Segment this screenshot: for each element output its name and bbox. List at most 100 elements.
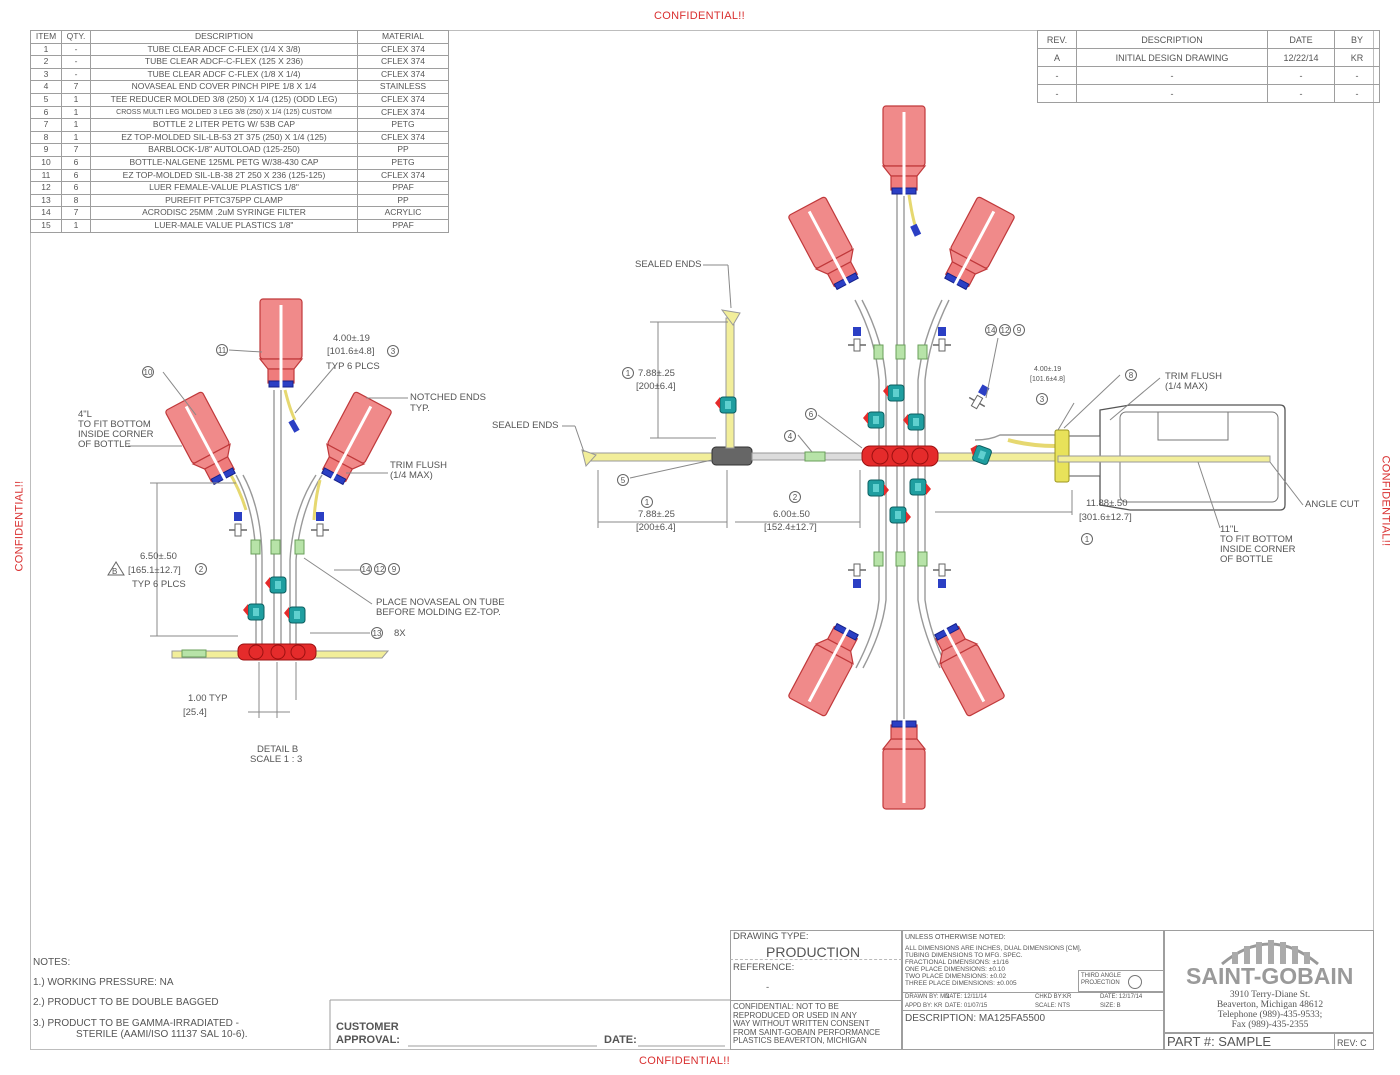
syringe-filter-icon [847,326,867,352]
balloon-4: 4 [784,430,796,442]
main-trim-flush: TRIM FLUSH [1165,371,1222,382]
main-dim-h2-mm-value: 152.4±12.7 [766,522,815,533]
drawing-type-label: DRAWING TYPE: [733,931,809,942]
notes-title: NOTES: [33,957,71,968]
balloon-3: 3 [1036,393,1048,405]
barblock-icon [242,603,265,621]
balloon-3: 3 [387,345,399,357]
checked-by: CHKD BY:KR [1035,994,1072,1000]
tol-line: PROJECTION [1081,980,1120,986]
bom-header-row: ITEM QTY. DESCRIPTION MATERIAL [30,30,449,44]
company-address: 3910 Terry-Diane St. Beaverton, Michigan… [1190,990,1350,1030]
tolerance-notes: ALL DIMENSIONS ARE INCHES, DUAL DIMENSIO… [905,945,1082,987]
main-trim-max: (1/4 MAX) [1165,381,1208,392]
barblock-icon [264,576,287,594]
bom-description-cell: LUER-MALE VALUE PLASTICS 1/8" [90,218,358,233]
company-block [1164,930,1374,1033]
tol-line: ALL DIMENSIONS ARE INCHES, DUAL DIMENSIO… [905,945,1082,952]
balloon-13: 13 [371,627,383,639]
detail-dim-side-mm-value: 165.1±12.7 [130,565,179,576]
barblock-icon [714,396,737,414]
scale-value: SCALE: NTS [1035,1003,1071,1009]
rev-by-cell: - [1334,84,1380,103]
bom-material-cell: PPAF [357,218,449,233]
address-line: Fax (989)-435-2355 [1231,1020,1309,1030]
projection-cell [1078,970,1164,992]
bottle-icon [934,194,1017,297]
main-dim-right-mm: [301.6±12.7] [1079,512,1132,523]
balloon-5: 5 [617,474,629,486]
note-line: TO FIT BOTTOM [78,419,151,430]
confidential-note-cell [730,1000,902,1050]
barblock-icon [862,411,885,429]
main-dim-small-mm-value: 101.6±4.8 [1031,376,1064,383]
bom-qty-cell: 1 [61,218,91,233]
approved-by: APPD BY: KR [905,1003,943,1009]
main-dim-right: 11.88±.50 [1086,498,1128,509]
barblock-icon [909,478,932,496]
notched-ends-label: NOTCHED ENDS [410,392,487,403]
reference-value: - [766,982,770,993]
checked-date: DATE: 12/17/14 [1100,994,1143,1000]
detail-fit-bottom-note: 4"L TO FIT BOTTOM INSIDE CORNER OF BOTTL… [78,410,153,450]
detail-typ6b: TYP 6 PLCS [132,579,186,590]
bottle-icon [881,717,927,811]
main-dim-vertical-mm: [200±6.4] [636,381,676,392]
tol-line: THIRD ANGLE [1081,973,1122,979]
description-value: DESCRIPTION: MA125FA5500 [905,1013,1046,1024]
detail-trim-flush: TRIM FLUSH [390,460,447,471]
main-assembly-view [562,104,1304,811]
detail-b-view [107,297,408,718]
note-line: FROM SAINT-GOBAIN PERFORMANCE [733,1027,881,1037]
drawing-type-value: PRODUCTION [766,944,861,960]
tol-line: TUBING DIMENSIONS TO MFG. SPEC. [905,952,1023,959]
drawn-by: DRAWN BY: MN [905,994,950,1000]
detail-title: DETAIL B [257,744,299,755]
bill-of-materials-table: ITEM QTY. DESCRIPTION MATERIAL 1-TUBE CL… [30,30,449,233]
tol-line: TWO PLACE DIMENSIONS: ±0.02 [905,973,1007,980]
tol-line: THREE PLACE DIMENSIONS: ±0.005 [905,980,1017,987]
unless-noted: UNLESS OTHERWISE NOTED: [905,934,1006,941]
place-novaseal-note-2: BEFORE MOLDING EZ-TOP. [376,607,501,618]
syringe-filter-icon [228,511,248,537]
drawing-type-cell [730,930,902,960]
detail-dim-side: 6.50±.50 [140,551,177,562]
balloon-11: 11 [216,344,228,356]
title-block-lines [329,999,730,1050]
syringe-filter-icon [965,381,995,413]
size-value: SIZE: B [1100,1003,1121,1009]
note-line: PLASTICS BEAVERTON, MICHIGAN [733,1036,867,1045]
main-dim-h1-mm-value: 200±6.4 [638,522,673,533]
detail-dim-side-mm: [165.1±12.7] [128,565,181,576]
tol-line: FRACTIONAL DIMENSIONS: ±1/16 [905,959,1009,966]
detail-scale: SCALE 1 : 3 [250,754,303,765]
note-line: 4"L [78,409,92,420]
bottle-icon [258,297,304,391]
note-line: OF BOTTLE [78,439,131,450]
rev-cell [1334,1033,1374,1050]
balloon-9: 9 [1013,324,1025,336]
sealed-ends-left: SEALED ENDS [492,420,559,431]
balloon-10: 10 [142,366,154,378]
detail-trim-max: (1/4 MAX) [390,470,433,481]
note-line: TO FIT BOTTOM [1220,534,1293,545]
main-dim-vertical-mm-value: 200±6.4 [638,381,673,392]
tol-line: ONE PLACE DIMENSIONS: ±0.10 [905,966,1006,973]
note-line: WAY WITHOUT WRITTEN CONSENT [733,1019,870,1028]
balloon-12: 12 [999,324,1011,336]
note-line: REPRODUCED OR USED IN ANY [733,1010,858,1020]
projection-symbol-icon [1128,975,1142,989]
bottle-icon [881,104,927,198]
customer-label: CUSTOMER [336,1021,399,1033]
rev-row: ---- [1037,66,1380,85]
detail-dim-top-mm: [101.6±4.8] [327,346,375,357]
third-angle-label: THIRD ANGLE PROJECTION [1081,973,1121,987]
approved-date: DATE: 01/07/15 [945,1003,988,1009]
address-line: 3910 Terry-Diane St. [1229,990,1311,1000]
balloon-1: 1 [641,496,653,508]
balloon-2: 2 [789,491,801,503]
